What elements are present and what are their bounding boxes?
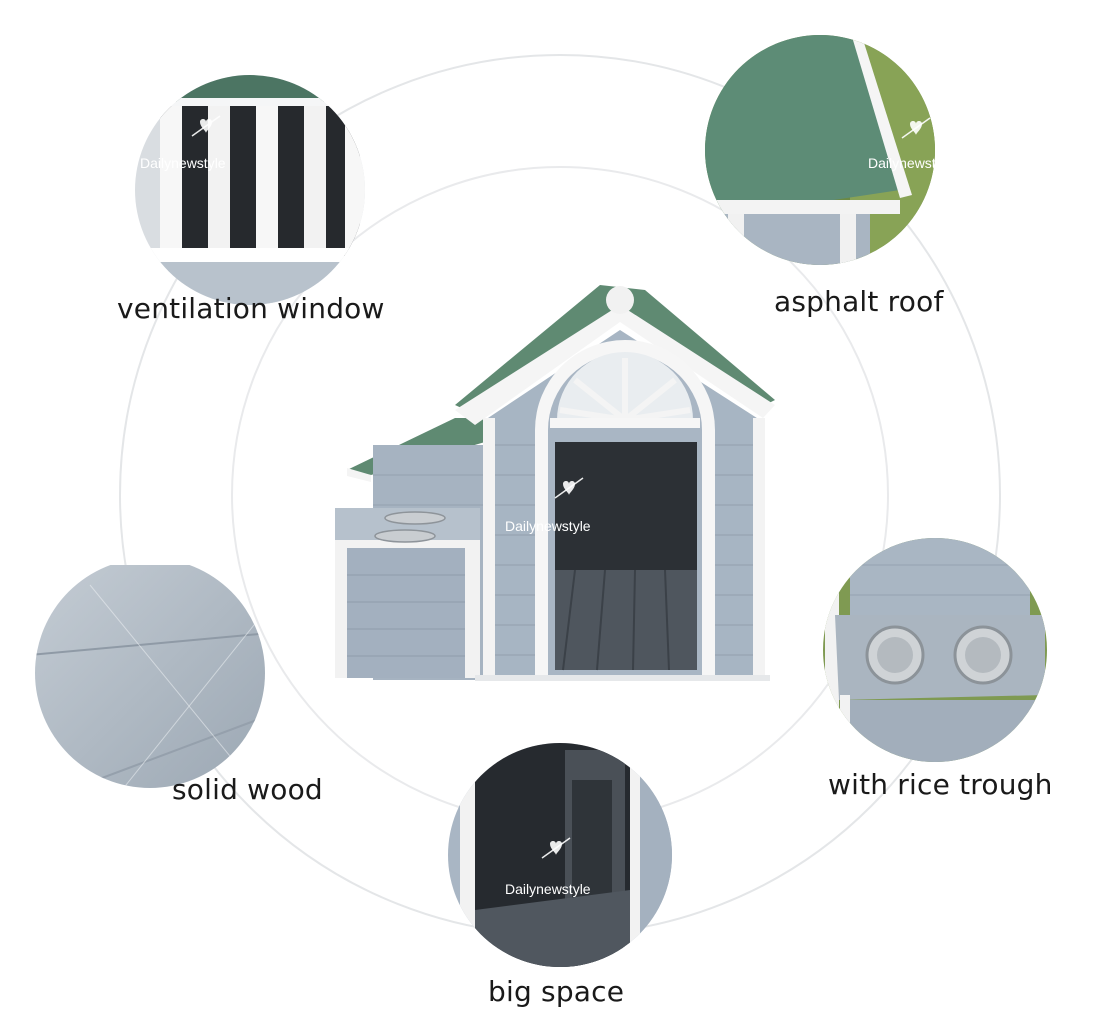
watermark-text: Dailynewstyle [505,518,591,534]
big-space-photo: Dailynewstyle [448,743,672,967]
heart-arrow-icon [541,837,571,859]
rice-trough-photo [823,538,1047,762]
watermark-text: Dailynewstyle [140,155,226,171]
bowl-icon [374,529,436,543]
heart-arrow-icon [554,477,584,499]
solid-wood-photo [35,565,265,788]
dog-house-main-image: Dailynewstyle [335,285,775,681]
asphalt-roof-photo: Dailynewstyle [705,35,940,265]
ventilation-window-label: ventilation window [117,292,385,325]
watermark-text: Dailynewstyle [505,881,591,897]
solid-wood-label: solid wood [172,773,323,806]
watermark-text: Dailynewstyle [868,155,940,171]
heart-arrow-icon [191,115,221,137]
bowl-icon [384,511,446,525]
ventilation-window-photo: Dailynewstyle [135,75,365,305]
rice-trough-label: with rice trough [828,768,1053,801]
big-space-label: big space [488,975,625,1008]
heart-arrow-icon [901,117,931,139]
asphalt-roof-label: asphalt roof [774,285,944,318]
